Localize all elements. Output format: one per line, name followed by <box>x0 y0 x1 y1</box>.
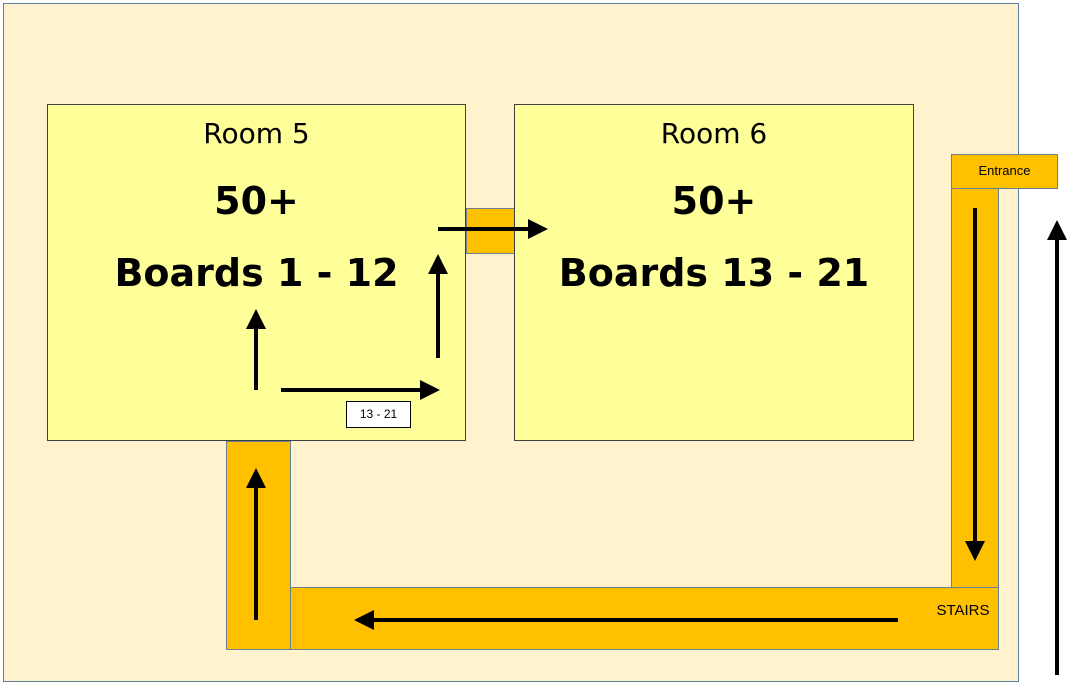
room-6-boards: Boards 13 - 21 <box>558 251 870 295</box>
boards-sign: 13 - 21 <box>346 401 411 428</box>
room-5-age: 50+ <box>214 179 299 223</box>
corridor-left <box>226 441 291 650</box>
room-5-name: Room 5 <box>203 117 310 150</box>
boards-sign-label: 13 - 21 <box>359 407 398 421</box>
room-5-boards: Boards 1 - 12 <box>114 251 399 295</box>
room-6: Room 6 50+ Boards 13 - 21 <box>514 104 914 441</box>
entrance-label: Entrance <box>978 163 1031 178</box>
stairs-label: STAIRS <box>936 602 990 619</box>
stairs-label-box: STAIRS <box>925 602 1001 622</box>
room-6-name: Room 6 <box>660 117 768 150</box>
room-6-age: 50+ <box>671 179 757 223</box>
entrance-box: Entrance <box>951 154 1058 189</box>
